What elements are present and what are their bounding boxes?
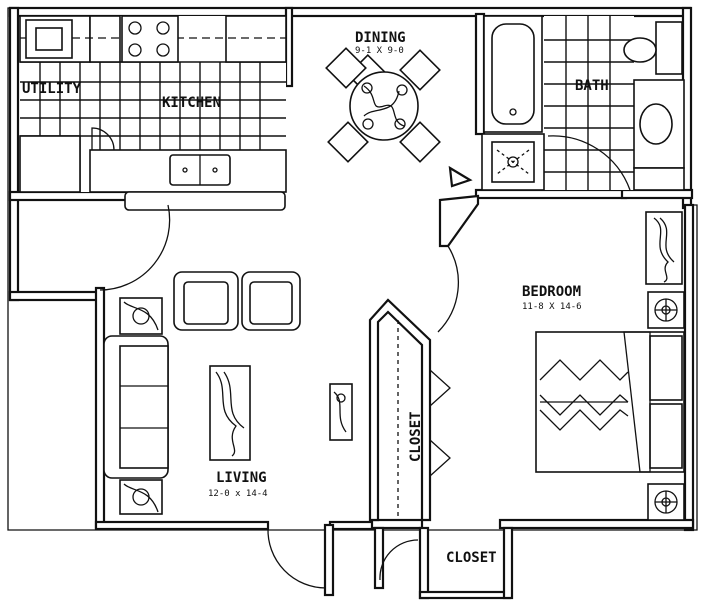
sink-icon: [89, 149, 287, 193]
table-icon: [209, 365, 251, 461]
bed-icon: [535, 331, 685, 473]
room-size-living: 12-0 x 14-4: [208, 489, 268, 499]
room-label-closet-hall: CLOSET: [408, 411, 424, 462]
sink-icon: [633, 79, 685, 191]
bath-door-swing: [547, 135, 631, 191]
closet-door-swing: [379, 539, 419, 581]
water-heater-icon: [481, 133, 545, 191]
room-label-dining: DINING: [355, 30, 406, 46]
bedroom-door-swing: [437, 245, 459, 333]
interior-walls: [284, 6, 694, 600]
room-label-bedroom: BEDROOM: [522, 284, 581, 300]
chair-icon: [241, 271, 301, 331]
stove-icon: [121, 15, 179, 63]
room-size-dining: 9-1 X 9-0: [355, 46, 404, 56]
water-heater-icon: [25, 19, 73, 59]
sofa-icon: [103, 335, 169, 479]
room-label-kitchen: KITCHEN: [162, 95, 221, 111]
bathtub-icon: [483, 15, 543, 133]
breakfast-bar: [124, 191, 286, 211]
room-label-bath: BATH: [575, 78, 609, 94]
bath-floor-tiles: [544, 16, 634, 190]
room-label-closet-entry: CLOSET: [446, 550, 497, 566]
table-icon: [325, 47, 441, 163]
entry-door-swing: [267, 527, 327, 589]
pantry-door-swing: [91, 127, 115, 151]
plant-icon: [329, 383, 353, 441]
utility-door-swing: [99, 204, 171, 291]
lamp-icon: [119, 297, 163, 335]
dryer-icon: [19, 135, 81, 193]
closet-bifold-doors: [397, 320, 451, 518]
lamp-icon: [647, 291, 685, 329]
plant-icon: [645, 211, 683, 285]
room-size-bedroom: 11-8 X 14-6: [522, 302, 582, 312]
lamp-icon: [119, 479, 163, 515]
room-label-utility: UTILITY: [22, 81, 82, 97]
lamp-icon: [647, 483, 685, 521]
chair-icon: [173, 271, 239, 331]
room-label-living: LIVING: [216, 470, 267, 486]
toilet-icon: [623, 21, 683, 75]
